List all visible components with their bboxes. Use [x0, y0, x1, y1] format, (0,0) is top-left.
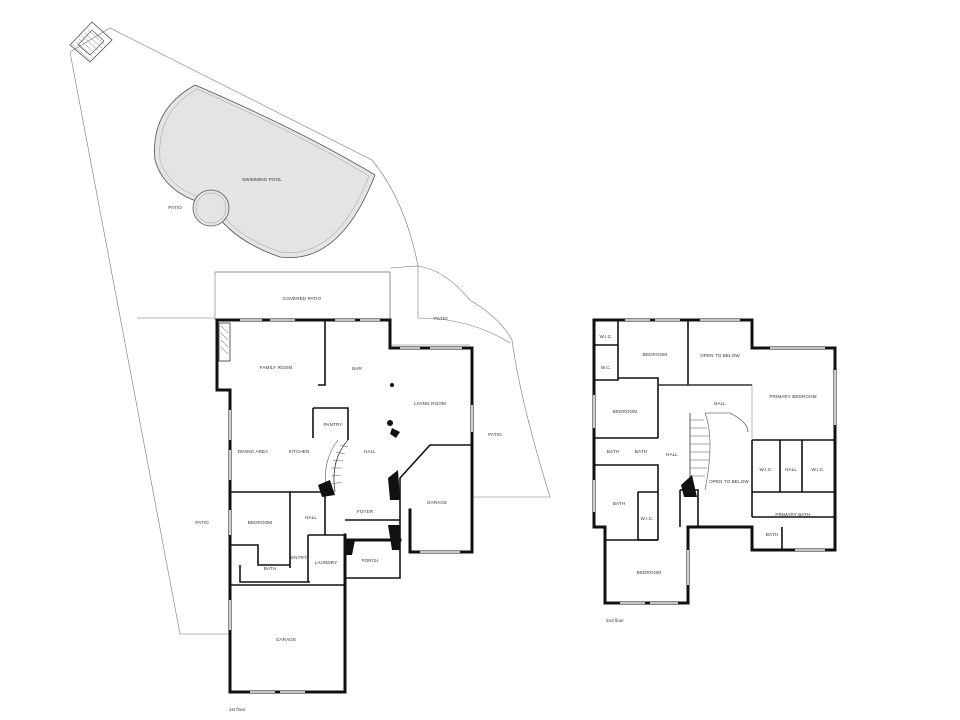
- room-label-garage-right: GARAGE: [427, 500, 447, 505]
- room-label-swimming-pool: SWIMMING POOL: [242, 177, 282, 182]
- room-label-living-room: LIVING ROOM: [414, 401, 446, 406]
- first-floor-walls: [214, 271, 474, 694]
- room-label-bedroom-bottom: BEDROOM: [637, 570, 662, 575]
- room-label-bath-mid: BATH: [613, 501, 625, 506]
- room-label-patio-top: PATIO: [434, 316, 448, 321]
- floor-caption-first: 1st floor: [229, 707, 246, 712]
- staircase-first-floor: [318, 383, 400, 555]
- room-label-hall-wic: HALL: [785, 467, 797, 472]
- room-label-entry: ENTRY: [291, 555, 307, 560]
- swimming-pool: [154, 84, 376, 259]
- room-label-covered-patio: COVERED PATIO: [283, 296, 322, 301]
- room-label-dining-area: DINING AREA: [238, 449, 270, 454]
- room-label-primary-bedroom: PRIMARY BEDROOM: [769, 394, 816, 399]
- room-label-hall-center: HALL: [364, 449, 376, 454]
- room-label-open-to-below-top: OPEN TO BELOW: [700, 353, 740, 358]
- site-boundary: [69, 27, 551, 635]
- room-label-family-room: FAMILY ROOM: [260, 365, 293, 370]
- chimney-icon: [69, 21, 113, 63]
- room-label-wic-top: W.I.C.: [599, 334, 612, 339]
- room-label-hall-lower: HALL: [666, 452, 678, 457]
- room-label-hall-upper: HALL: [714, 401, 726, 406]
- room-label-bath: BATH: [264, 566, 276, 571]
- room-label-patio-right: PATIO: [488, 432, 502, 437]
- room-label-bath-b: BATH: [635, 449, 647, 454]
- room-label-pantry: PANTRY: [324, 422, 343, 427]
- room-label-wic-right: W.I.C.: [811, 467, 824, 472]
- room-label-bath-small: BATH: [766, 532, 778, 537]
- second-floor-walls: [592, 318, 837, 605]
- room-label-porch: PORCH: [361, 558, 378, 563]
- room-label-foyer: FOYER: [357, 509, 374, 514]
- room-label-bedroom-left: BEDROOM: [613, 409, 638, 414]
- room-label-bedroom-top: BEDROOM: [643, 352, 668, 357]
- room-label-patio-left: PATIO: [195, 520, 209, 525]
- room-label-wc-top: W.C.: [601, 365, 611, 370]
- second-floor-windows: [593, 319, 836, 604]
- staircase-second-floor: [658, 384, 753, 497]
- room-label-bath-a: BATH: [607, 449, 619, 454]
- room-label-open-to-below-bottom: OPEN TO BELOW: [709, 479, 749, 484]
- room-label-bedroom: BEDROOM: [248, 520, 273, 525]
- first-floor-windows: [229, 319, 473, 693]
- room-label-garage-bottom: GARAGE: [276, 637, 296, 642]
- room-label-kitchen: KITCHEN: [289, 449, 310, 454]
- room-label-bar: BAR: [352, 366, 362, 371]
- fireplace: [218, 322, 231, 362]
- room-label-hall-left: HALL: [305, 515, 317, 520]
- room-label-patio-pool: PATIO: [168, 205, 182, 210]
- room-label-laundry: LAUNDRY: [315, 560, 338, 565]
- room-label-primary-bath: PRIMARY BATH: [775, 512, 810, 517]
- first-floor-labels: SWIMMING POOL PATIO COVERED PATIO PATIO …: [168, 177, 502, 712]
- room-label-wic-mid: W.I.C.: [640, 516, 653, 521]
- floor-caption-second: 2nd floor: [606, 618, 624, 623]
- room-label-wic-left: W.I.C.: [759, 467, 772, 472]
- second-floor-labels: W.I.C. W.C. BEDROOM OPEN TO BELOW PRIMAR…: [599, 334, 824, 623]
